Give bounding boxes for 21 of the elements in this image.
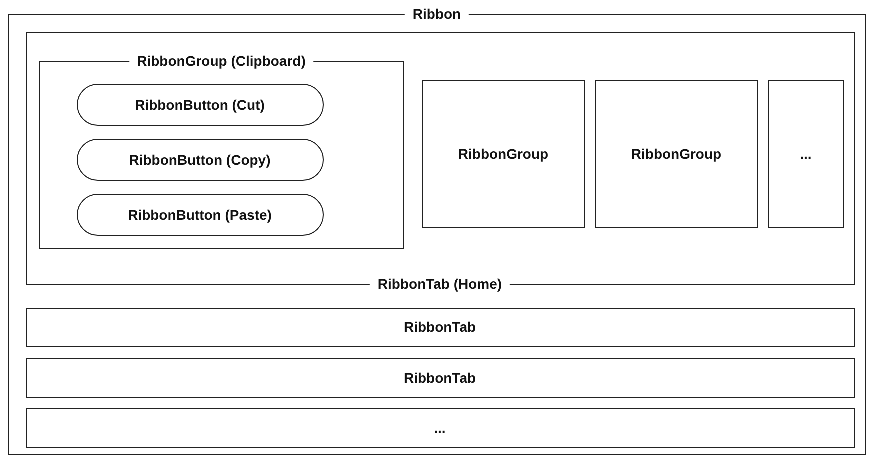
ribbon-button (76, 194, 324, 236)
group-box (768, 80, 844, 228)
group-box (422, 80, 585, 228)
node-label: RibbonButton (Cut) (135, 96, 265, 112)
ribbon-button (76, 84, 324, 126)
tab-bar (26, 358, 854, 398)
tab-bar (26, 408, 854, 448)
node-title: Ribbon (404, 6, 470, 22)
node-title: RibbonTab (Home) (370, 276, 510, 292)
node-label: RibbonTab (404, 370, 476, 386)
node-label: RibbonButton (Paste) (128, 206, 272, 222)
node-label: RibbonButton (Copy) (129, 152, 271, 168)
node-label: ... (434, 420, 446, 436)
node-label: ... (800, 146, 812, 162)
node-title: RibbonGroup (Clipboard) (129, 53, 314, 69)
tab-bar (26, 308, 854, 346)
node-label: RibbonGroup (631, 146, 722, 162)
ribbon-button (76, 138, 324, 180)
node-label: RibbonGroup (458, 146, 549, 162)
group-box (595, 80, 758, 228)
node-label: RibbonTab (404, 319, 476, 335)
